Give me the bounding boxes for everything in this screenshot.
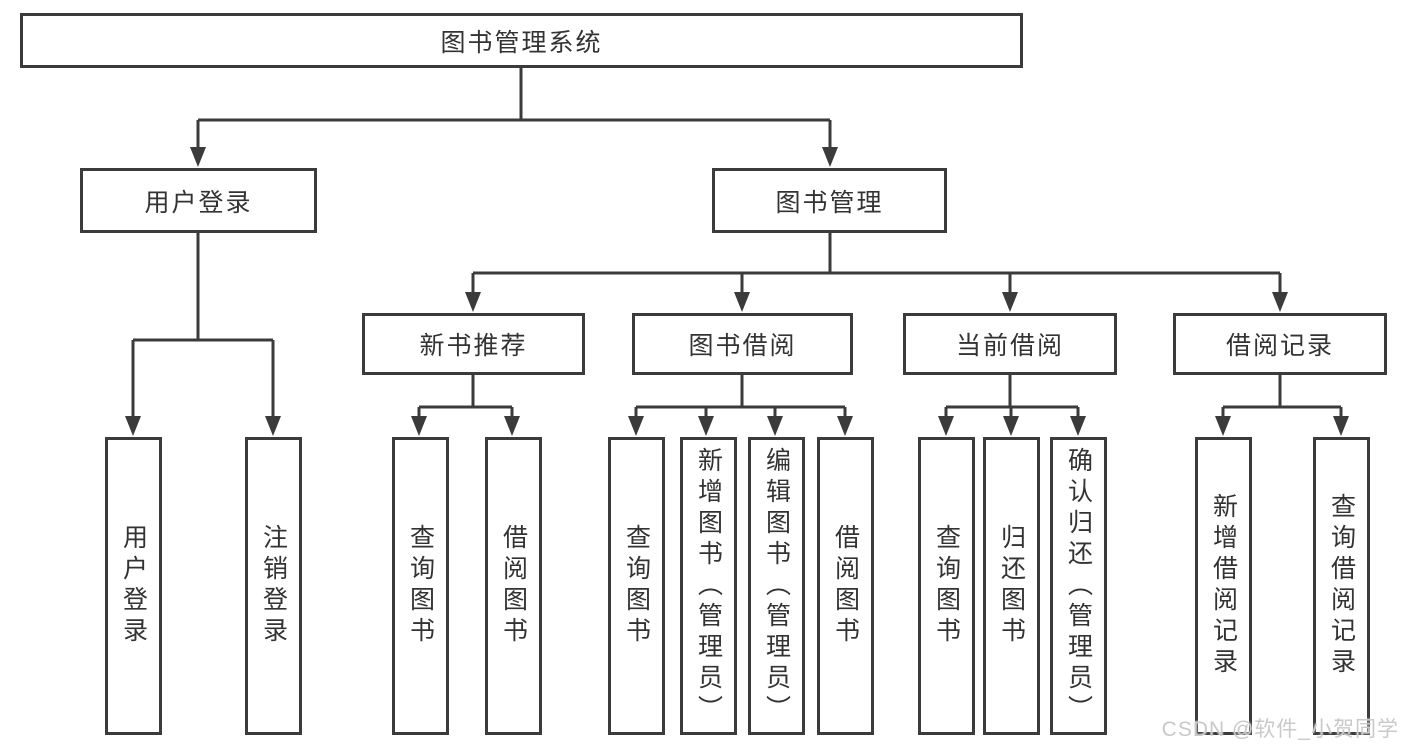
node-borrow-records: 借阅记录 (1173, 313, 1387, 375)
leaf-logout: 注销登录 (245, 437, 302, 735)
node-new-book-recommend: 新书推荐 (362, 313, 585, 375)
arrowhead-icon (698, 416, 714, 436)
leaf-add-borrow-record: 新增借阅记录 (1195, 437, 1252, 735)
node-borrow-records-label: 借阅记录 (1225, 332, 1334, 360)
arrowhead-icon (1003, 416, 1019, 436)
leaf-borrow-books-label: 借阅图书 (831, 524, 860, 648)
node-book-management-label: 图书管理 (775, 188, 884, 217)
leaf-borrow-books-recommend: 借阅图书 (485, 437, 542, 735)
node-book-management: 图书管理 (712, 168, 947, 233)
leaf-confirm-return-admin: 确认归还（管理员） (1050, 437, 1107, 735)
leaf-user-login-label: 用户登录 (119, 524, 148, 648)
arrowhead-icon (822, 147, 838, 167)
leaf-query-borrow-record-label: 查询借阅记录 (1327, 493, 1356, 679)
leaf-confirm-return-admin-label: 确认归还（管理员） (1064, 446, 1093, 726)
leaf-query-borrow-record: 查询借阅记录 (1313, 437, 1370, 735)
node-current-borrow: 当前借阅 (903, 313, 1117, 375)
arrowhead-icon (190, 147, 206, 167)
arrowhead-icon (1333, 416, 1349, 436)
node-book-borrow: 图书借阅 (632, 313, 853, 375)
leaf-query-books-recommend-label: 查询图书 (406, 524, 435, 648)
leaf-query-books-borrow-label: 查询图书 (622, 524, 651, 648)
arrowhead-icon (504, 416, 520, 436)
node-root: 图书管理系统 (20, 13, 1023, 68)
node-current-borrow-label: 当前借阅 (955, 332, 1064, 360)
arrowhead-icon (411, 416, 427, 436)
csdn-watermark: CSDN @软件_小贺同学 (1161, 718, 1399, 741)
leaf-query-books-current-label: 查询图书 (932, 524, 961, 648)
arrowhead-icon (1070, 416, 1086, 436)
arrowhead-icon (628, 416, 644, 436)
node-user-login: 用户登录 (80, 168, 317, 233)
arrowhead-icon (837, 416, 853, 436)
node-new-book-recommend-label: 新书推荐 (419, 332, 528, 360)
arrowhead-icon (938, 416, 954, 436)
leaf-add-borrow-record-label: 新增借阅记录 (1209, 493, 1238, 679)
leaf-add-book-admin: 新增图书（管理员） (680, 437, 737, 735)
arrowhead-icon (1215, 416, 1231, 436)
leaf-edit-book-admin-label: 编辑图书（管理员） (762, 446, 791, 726)
arrowhead-icon (1272, 292, 1288, 312)
leaf-query-books-borrow: 查询图书 (608, 437, 665, 735)
arrowhead-icon (1002, 292, 1018, 312)
arrowhead-icon (767, 416, 783, 436)
leaf-query-books-recommend: 查询图书 (392, 437, 449, 735)
leaf-logout-label: 注销登录 (259, 524, 288, 648)
arrowhead-icon (125, 416, 141, 436)
leaf-borrow-books-recommend-label: 借阅图书 (499, 524, 528, 648)
arrowhead-icon (734, 292, 750, 312)
arrowhead-icon (265, 416, 281, 436)
leaf-query-books-current: 查询图书 (918, 437, 975, 735)
leaf-return-book: 归还图书 (983, 437, 1040, 735)
node-book-borrow-label: 图书借阅 (688, 332, 797, 360)
leaf-return-book-label: 归还图书 (997, 524, 1026, 648)
leaf-add-book-admin-label: 新增图书（管理员） (694, 446, 723, 726)
arrowhead-icon (465, 292, 481, 312)
leaf-user-login: 用户登录 (105, 437, 162, 735)
node-user-login-label: 用户登录 (144, 188, 253, 217)
leaf-borrow-books: 借阅图书 (817, 437, 874, 735)
leaf-edit-book-admin: 编辑图书（管理员） (748, 437, 805, 735)
node-root-label: 图书管理系统 (440, 28, 603, 57)
